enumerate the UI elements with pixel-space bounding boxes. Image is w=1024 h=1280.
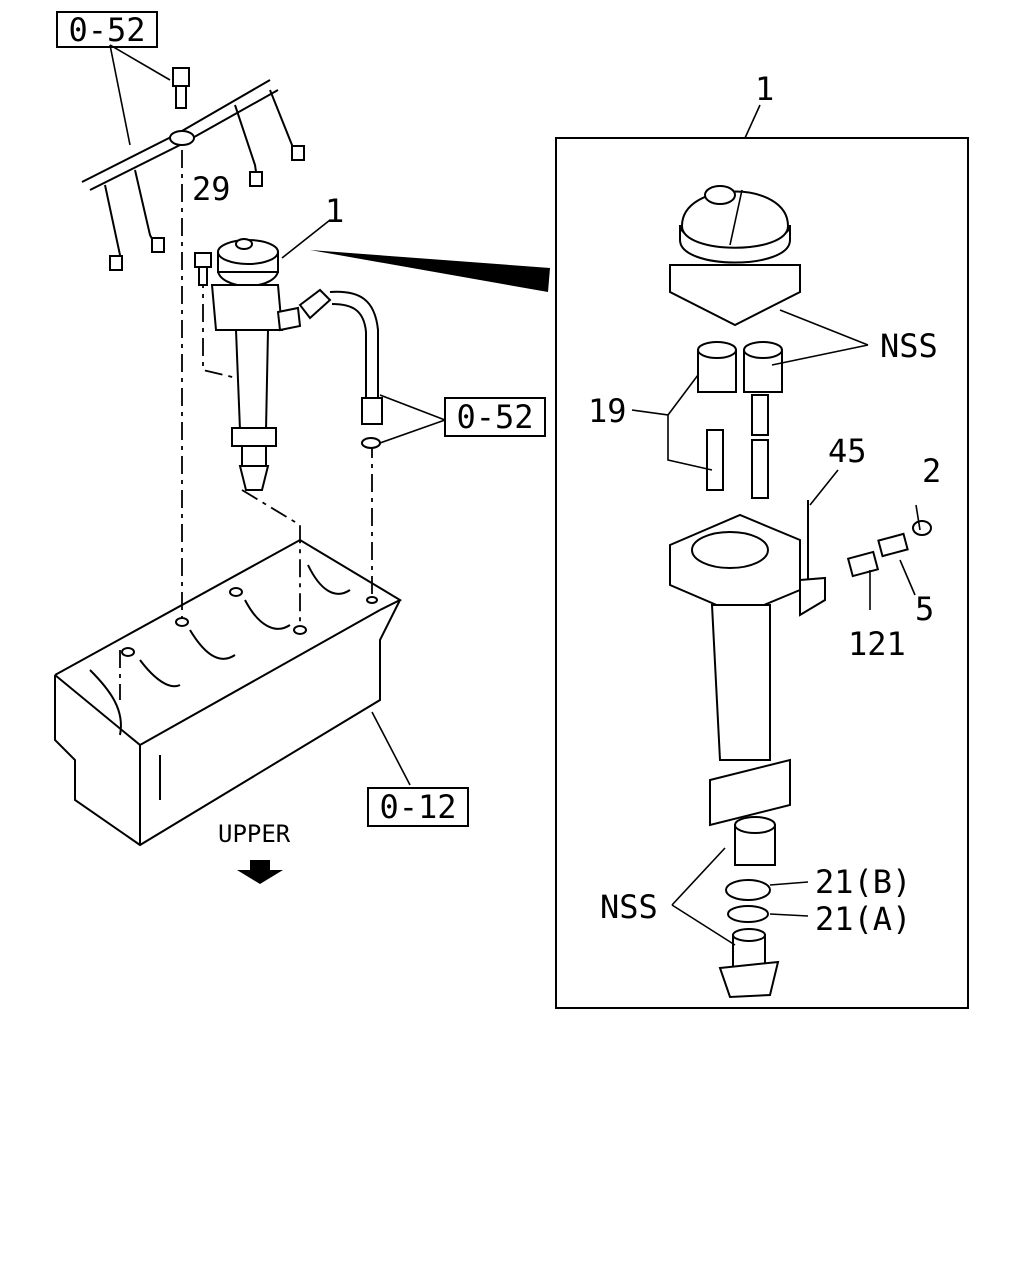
label-part-2: 2 <box>922 452 941 490</box>
cylinder-block <box>54 538 403 847</box>
label-part-5: 5 <box>915 590 934 628</box>
label-part-21b: 21(B) <box>815 863 911 901</box>
label-part-1-main: 1 <box>325 192 344 230</box>
label-part-1-detail: 1 <box>755 70 774 108</box>
pump-body <box>669 513 826 866</box>
callout-ref-top-text: 0-52 <box>68 11 145 49</box>
callout-ref-top[interactable]: 0-52 <box>56 11 158 49</box>
oil-hose <box>298 288 383 449</box>
callout-ref-block[interactable]: 0-12 <box>367 787 469 827</box>
label-part-21a: 21(A) <box>815 900 911 938</box>
callout-ref-block-text: 0-12 <box>379 788 456 826</box>
label-part-45: 45 <box>828 432 867 470</box>
oil-pump-assembly-small <box>210 238 302 491</box>
callout-ref-hose[interactable]: 0-52 <box>444 397 546 437</box>
oil-pipe-harness <box>81 79 305 271</box>
relief-valve-parts <box>846 520 932 578</box>
callout-ref-hose-text: 0-52 <box>456 398 533 436</box>
label-nss-bottom: NSS <box>600 888 658 926</box>
pump-cover <box>669 185 801 327</box>
label-part-29: 29 <box>192 170 231 208</box>
harness-bolt <box>172 67 190 109</box>
label-nss-top: NSS <box>880 327 938 365</box>
label-upper: UPPER <box>218 820 291 848</box>
detail-wedge <box>310 250 550 292</box>
upper-direction-arrow <box>237 860 283 884</box>
label-part-19: 19 <box>588 392 627 430</box>
shims-and-drive-gear <box>718 879 780 999</box>
bolt-29 <box>194 252 212 286</box>
pump-gears <box>697 341 783 499</box>
label-part-121: 121 <box>848 625 906 663</box>
detail-frame <box>555 137 969 1009</box>
